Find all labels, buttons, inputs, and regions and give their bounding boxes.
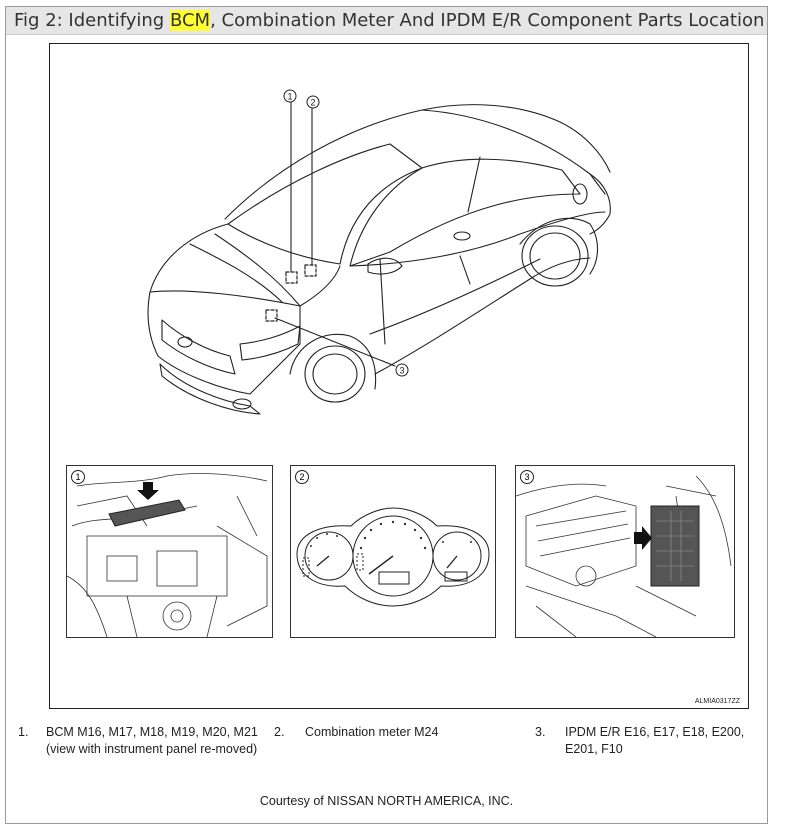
courtesy-credit: Courtesy of NISSAN NORTH AMERICA, INC. [259, 794, 514, 808]
title-highlight: BCM [169, 10, 211, 31]
location-marker-3 [265, 309, 278, 322]
car-roof-line [224, 104, 611, 220]
panel-1-number: 1 [71, 470, 85, 484]
car-rear-wheel-arch [519, 217, 599, 275]
ipdm-box [650, 505, 700, 587]
car-rear [589, 173, 611, 235]
combination-meter-drawing [296, 507, 490, 607]
ipdm-arrow-icon [634, 526, 652, 550]
location-marker-1 [285, 271, 298, 284]
car-windshield [227, 143, 423, 265]
title-bar: Fig 2: Identifying BCM, Combination Mete… [6, 7, 767, 35]
location-marker-2 [304, 264, 317, 277]
car-headlight [239, 325, 301, 361]
figure-title: Fig 2: Identifying BCM, Combination Mete… [14, 10, 764, 31]
car-hood [149, 223, 341, 307]
odometer-display [378, 571, 410, 585]
car-door [379, 258, 386, 345]
callout-1-label: 1 [287, 92, 292, 102]
detail-panel-ipdm: 3 [515, 465, 735, 638]
title-prefix: Fig 2: Identifying [14, 10, 170, 31]
callout-3: 3 [395, 363, 409, 377]
panel-3-number: 3 [520, 470, 534, 484]
legend-2-number: 2. [274, 725, 285, 739]
bcm-photo [67, 473, 268, 637]
legend-3-text: IPDM E/R E16, E17, E18, E200, E201, F10 [565, 725, 745, 756]
title-suffix: , Combination Meter And IPDM E/R Compone… [210, 10, 765, 31]
leader-line-3 [274, 317, 396, 367]
legend-1-number: 1. [18, 725, 29, 739]
car-side-window [349, 158, 581, 267]
callout-1: 1 [283, 89, 297, 103]
detail-panel-combination-meter: 2 [290, 465, 496, 638]
car-front-wheel [304, 345, 366, 403]
car-rear-wheel [521, 225, 589, 287]
meter-housing [296, 507, 490, 607]
car-grille [161, 319, 236, 375]
legend-2-text: Combination meter M24 [305, 725, 439, 739]
car-rear-roof [421, 109, 606, 195]
callout-2-label: 2 [310, 98, 315, 108]
diagram-box: 1 2 3 1 [49, 43, 749, 709]
car-illustration: 1 2 3 [147, 89, 611, 415]
bcm-arrow-icon [137, 482, 159, 500]
figure-frame: Fig 2: Identifying BCM, Combination Mete… [5, 6, 768, 824]
bcm-module-shape [108, 499, 186, 527]
ipdm-photo [516, 475, 732, 637]
panel-2-number: 2 [295, 470, 309, 484]
legend-3-number: 3. [535, 725, 546, 739]
callout-2: 2 [306, 95, 320, 109]
callout-3-label: 3 [399, 366, 404, 376]
legend-1-text: BCM M16, M17, M18, M19, M20, M21 (view w… [46, 725, 258, 756]
figure-code: ALMIA0317ZZ [694, 698, 740, 705]
car-front-wheel-arch [289, 333, 377, 390]
detail-panel-bcm: 1 [66, 465, 273, 638]
car-side-mirror [367, 257, 403, 275]
car-front-fascia [147, 291, 301, 395]
fuel-temp-gauge [432, 531, 482, 581]
car-side-body [374, 257, 591, 375]
